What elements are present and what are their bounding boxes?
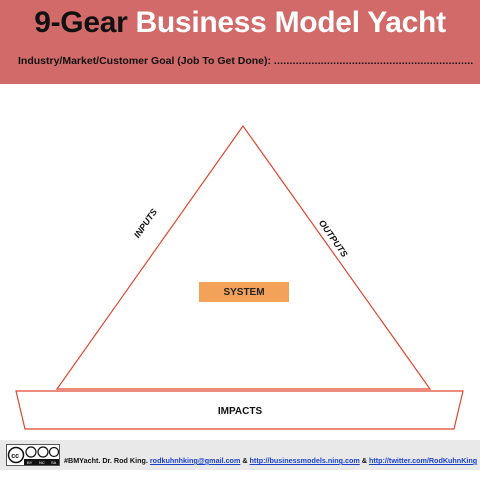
goal-row: Industry/Market/Customer Goal (Job To Ge…	[18, 55, 473, 67]
twitter-link[interactable]: http://twitter.com/RodKuhnKing	[368, 456, 478, 465]
title-part-gear: 9-Gear	[34, 6, 128, 39]
license-nc: NC	[39, 460, 45, 465]
license-graphic: cc BY NC SA	[7, 446, 60, 465]
impacts-label: IMPACTS	[217, 406, 263, 417]
footer-credits: #BMYacht. Dr. Rod King. rodkuhnhking@gma…	[64, 456, 477, 465]
footer-bar	[0, 440, 480, 470]
goal-blank: ........................................…	[273, 55, 473, 67]
impacts-hull	[15, 390, 464, 430]
system-label: SYSTEM	[223, 286, 265, 298]
ning-link[interactable]: http://businessmodels.ning.com	[249, 456, 360, 465]
license-sa: SA	[51, 460, 57, 465]
system-box: SYSTEM	[199, 282, 289, 302]
license-by: BY	[27, 460, 33, 465]
svg-text:cc: cc	[11, 453, 19, 460]
header-banner: 9-Gear Business Model Yacht Industry/Mar…	[0, 0, 480, 84]
cc-by-nc-sa-icon: cc BY NC SA	[6, 444, 60, 466]
credit-text: #BMYacht. Dr. Rod King.	[64, 456, 148, 465]
email-link[interactable]: rodkuhnhking@gmail.com	[149, 456, 241, 465]
goal-label: Industry/Market/Customer Goal (Job To Ge…	[18, 55, 271, 67]
separator-amp-1: &	[242, 456, 248, 465]
title-part-business-model-yacht: Business Model Yacht	[135, 6, 447, 39]
separator-amp-2: &	[361, 456, 367, 465]
system-triangle	[55, 124, 432, 390]
page-title: 9-Gear Business Model Yacht	[0, 6, 480, 40]
